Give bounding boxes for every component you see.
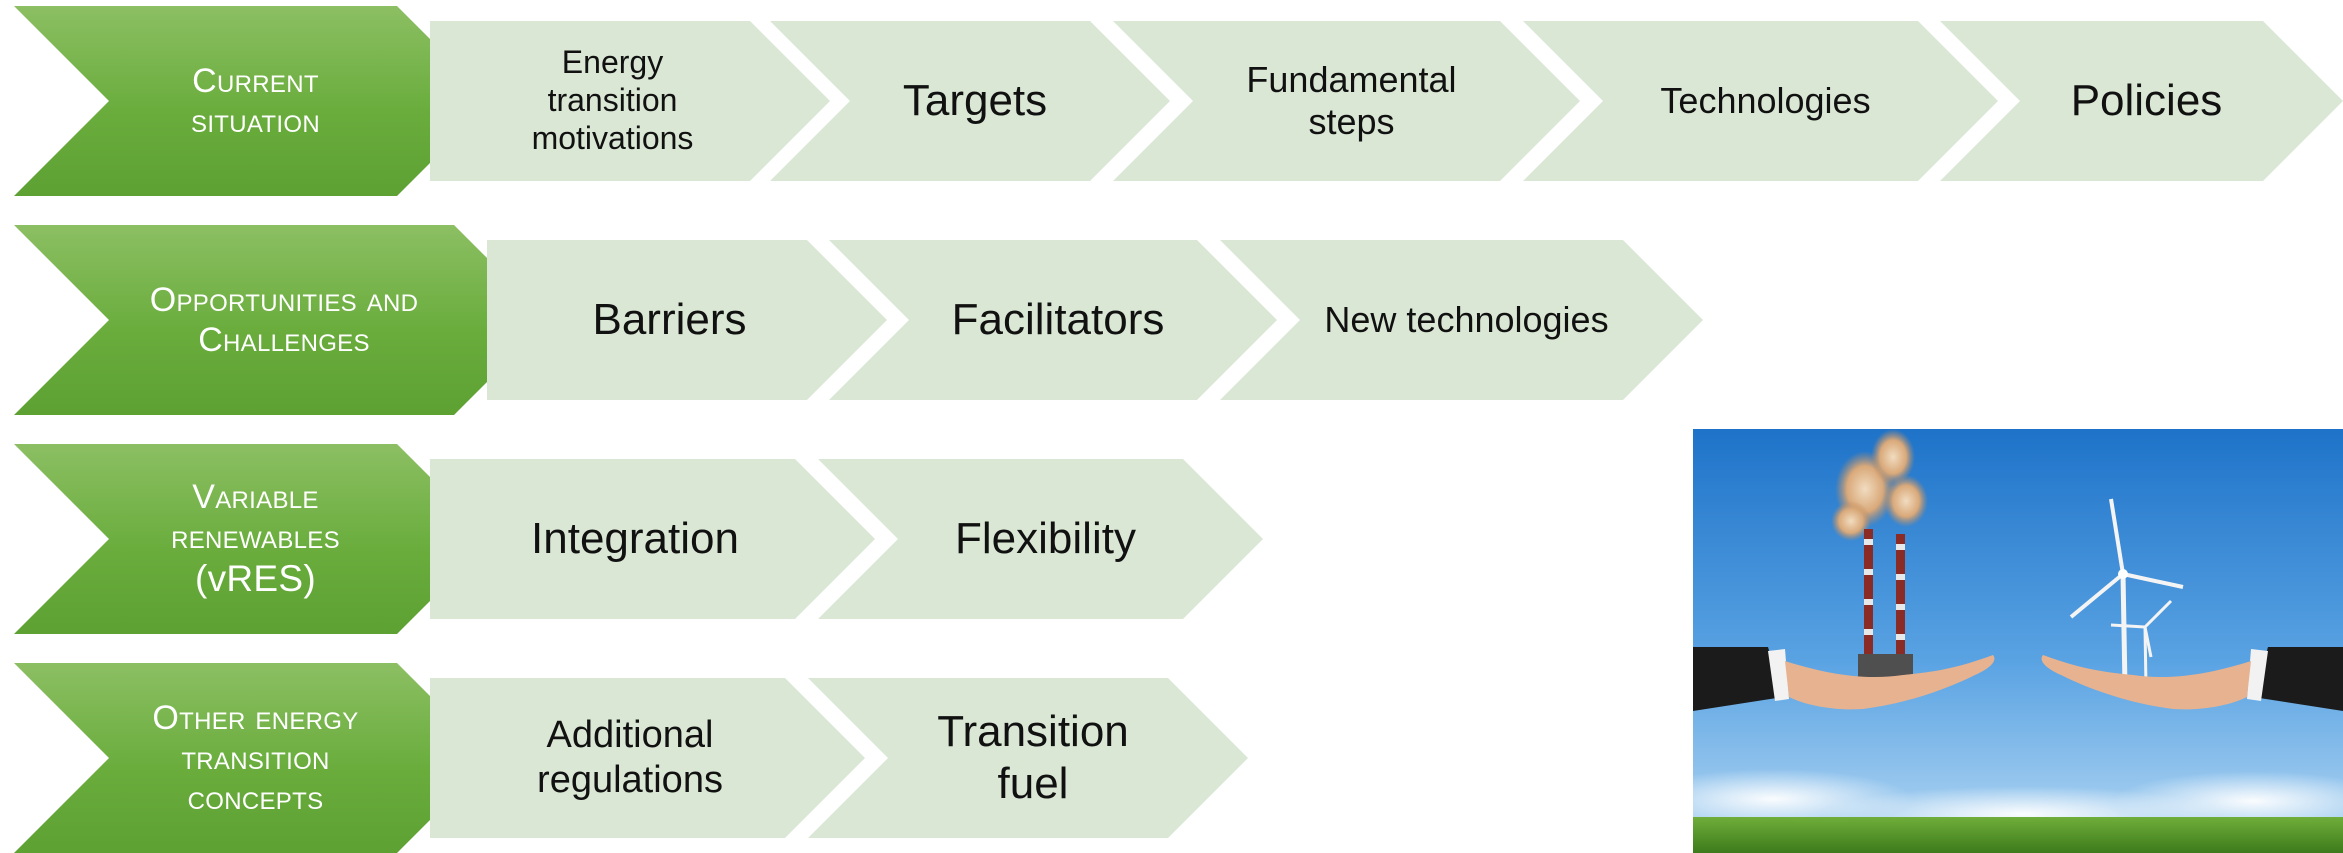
step-integration: Integration (430, 459, 875, 619)
step-targets: Targets (770, 21, 1170, 181)
step-fundamental-steps: Fundamental steps (1113, 21, 1580, 181)
step-technologies: Technologies (1523, 21, 1998, 181)
step-facilitators: Facilitators (829, 240, 1277, 400)
step-policies: Policies (1940, 21, 2343, 181)
step-barriers: Barriers (487, 240, 887, 400)
step-energy-transition-motivations: Energy transition motivations (430, 21, 830, 181)
step-transition-fuel: Transition fuel (808, 678, 1248, 838)
step-new-technologies: New technologies (1220, 240, 1703, 400)
step-flexibility: Flexibility (818, 459, 1263, 619)
step-additional-regulations: Additional regulations (430, 678, 865, 838)
energy-transition-photo (1693, 429, 2343, 853)
